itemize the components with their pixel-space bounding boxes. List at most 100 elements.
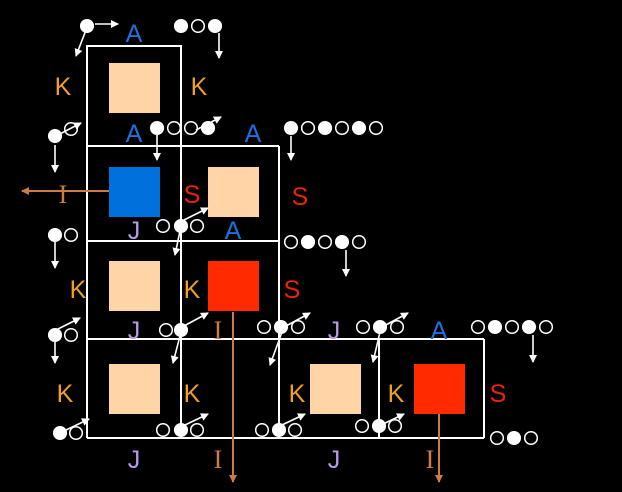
label-K: K: [191, 73, 208, 101]
label-S: S: [284, 276, 301, 304]
filled-dot: [79, 18, 95, 34]
label-K: K: [184, 380, 201, 408]
filled-dot: [173, 422, 189, 438]
filled-dot: [271, 422, 287, 438]
filled-dot: [334, 234, 350, 250]
arrow-diag-row4-col4-down: [370, 331, 381, 363]
open-dot: [283, 234, 299, 250]
box-row3-col2: [208, 261, 259, 311]
open-dot: [368, 120, 384, 136]
label-I: I: [214, 445, 223, 474]
open-dot: [523, 430, 539, 446]
label-S: S: [490, 380, 507, 408]
box-row1-col1: [109, 63, 160, 113]
label-I: I: [426, 445, 435, 474]
arrow-diag-bottom-left: [65, 418, 90, 431]
label-J: J: [328, 446, 341, 474]
label-S: S: [292, 183, 309, 211]
filled-dot: [300, 234, 316, 250]
open-dot: [189, 422, 205, 438]
open-dot: [504, 319, 520, 335]
label-K: K: [388, 380, 405, 408]
open-dot: [68, 425, 84, 441]
filled-dot: [149, 120, 165, 136]
open-dot: [290, 319, 306, 335]
box-row2-col1: [109, 167, 160, 217]
filled-dot: [487, 319, 503, 335]
label-S: S: [184, 181, 201, 209]
arrow-diag-bottom-col2: [184, 413, 209, 426]
label-A: A: [431, 317, 448, 345]
open-dot: [155, 218, 171, 234]
filled-dot: [351, 120, 367, 136]
box-row2-col2: [208, 167, 259, 217]
open-dot: [158, 322, 174, 338]
arrow-diag-row4-col3-up: [285, 312, 311, 327]
arrow-diag-row4-mid-down: [170, 331, 182, 364]
label-K: K: [289, 380, 306, 408]
label-J: J: [328, 317, 341, 345]
filled-dot: [521, 319, 537, 335]
open-dot: [63, 327, 79, 343]
open-dot: [166, 120, 182, 136]
arrow-diag-row4-left: [55, 317, 81, 331]
label-I: I: [214, 316, 223, 345]
open-dot: [63, 227, 79, 243]
arrow-diag-row4-col4-up: [383, 312, 409, 327]
label-K: K: [184, 276, 201, 304]
filled-dot: [47, 327, 63, 343]
filled-dot: [52, 425, 68, 441]
open-dot: [300, 120, 316, 136]
box-row3-col1: [109, 261, 160, 311]
open-dot: [470, 319, 486, 335]
box-row4-col3: [310, 364, 361, 414]
filled-dot: [173, 322, 189, 338]
filled-dot: [506, 430, 522, 446]
open-dot: [256, 319, 272, 335]
label-A: A: [126, 120, 143, 148]
label-J: J: [128, 317, 141, 345]
filled-dot: [47, 128, 63, 144]
arrow-diag-row4-mid-up: [183, 312, 209, 327]
open-dot: [287, 422, 303, 438]
dots-layer: [47, 18, 554, 446]
filled-dot: [372, 319, 388, 335]
filled-dot: [317, 120, 333, 136]
boxes-layer: [109, 63, 465, 414]
open-dot: [155, 422, 171, 438]
labels-layer: A K K A A I S S J A K K S J I J A K K K …: [55, 20, 507, 474]
open-dot: [354, 418, 370, 434]
label-K: K: [57, 380, 74, 408]
filled-dot: [47, 227, 63, 243]
open-dot: [355, 319, 371, 335]
arrow-diag-row4-col3-down: [268, 331, 283, 366]
open-dot: [489, 430, 505, 446]
label-K: K: [55, 73, 72, 101]
filled-dot: [273, 319, 289, 335]
grid-lines: [86, 45, 485, 439]
box-row4-col4: [414, 364, 465, 414]
filled-dot: [173, 18, 189, 34]
label-A: A: [126, 20, 143, 48]
arrow-diag-top-left: [74, 29, 87, 57]
open-dot: [254, 422, 270, 438]
label-K: K: [70, 276, 87, 304]
box-row4-col1: [109, 364, 160, 414]
label-A: A: [225, 217, 242, 245]
open-dot: [63, 121, 79, 137]
filled-dot: [200, 120, 216, 136]
i-arrows: [21, 187, 443, 483]
label-A: A: [245, 120, 262, 148]
open-dot: [189, 218, 205, 234]
open-dot: [190, 18, 206, 34]
label-J: J: [128, 446, 141, 474]
arrow-diag-bottom-col3: [281, 413, 306, 426]
open-dot: [351, 234, 367, 250]
label-J: J: [128, 217, 141, 245]
filled-dot: [173, 218, 189, 234]
open-dot: [183, 120, 199, 136]
filled-dot: [207, 18, 223, 34]
open-dot: [389, 319, 405, 335]
